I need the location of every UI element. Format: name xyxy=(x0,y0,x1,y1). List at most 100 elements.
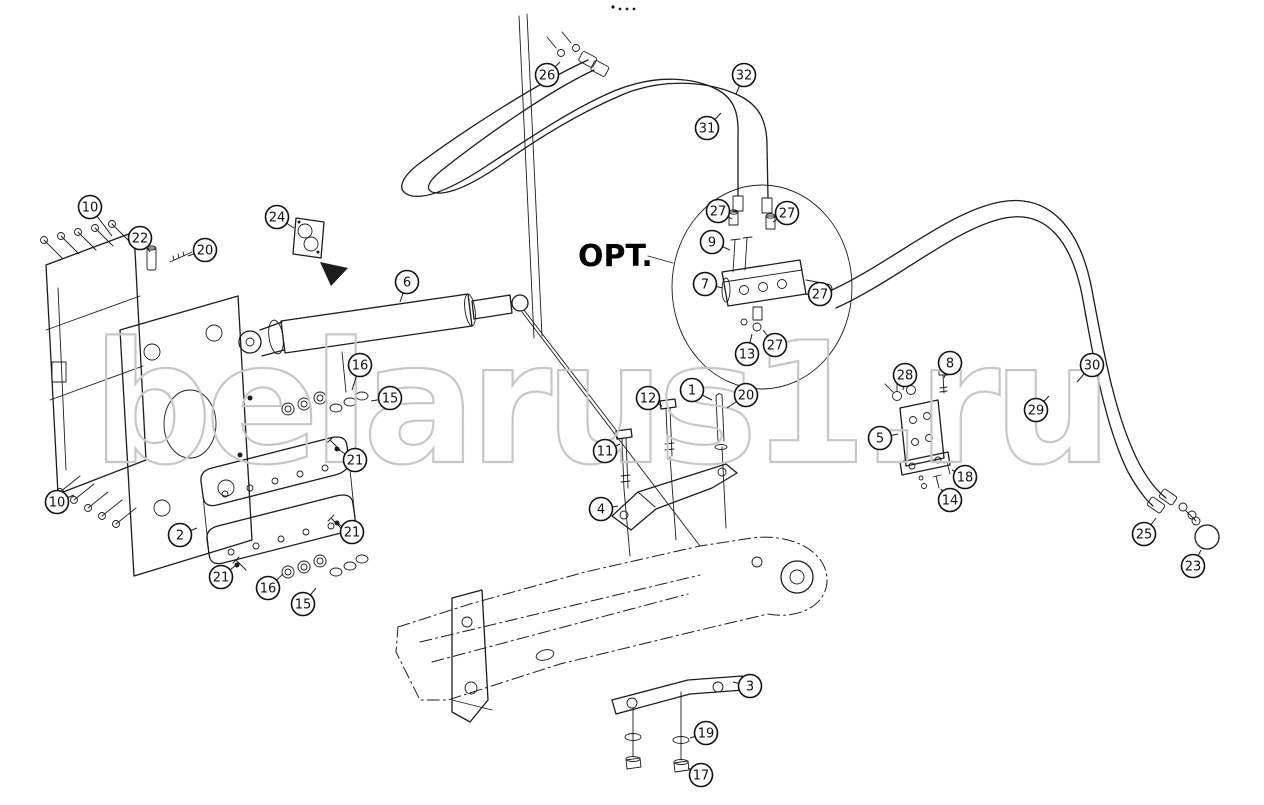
plate-24 xyxy=(292,217,325,259)
mount-bar-3 xyxy=(611,675,745,773)
mast-lines xyxy=(518,13,543,339)
svg-text:5: 5 xyxy=(876,432,884,447)
callout-16: 16 xyxy=(255,573,284,601)
svg-text:31: 31 xyxy=(699,122,716,137)
callout-21: 21 xyxy=(338,447,368,473)
hose-32 xyxy=(401,59,739,198)
opt-leader xyxy=(647,255,674,264)
svg-text:25: 25 xyxy=(1136,528,1153,543)
hose-end-fittings xyxy=(732,195,773,214)
svg-text:15: 15 xyxy=(382,392,399,407)
callout-21: 21 xyxy=(337,519,365,545)
svg-text:27: 27 xyxy=(812,288,829,303)
svg-text:16: 16 xyxy=(260,582,277,597)
callout-21: 21 xyxy=(208,564,236,590)
callout-27: 27 xyxy=(772,200,800,226)
callout-3: 3 xyxy=(732,673,763,699)
callout-27: 27 xyxy=(806,281,833,307)
callout-15: 15 xyxy=(290,587,317,617)
callout-28: 28 xyxy=(892,362,918,391)
callout-32: 32 xyxy=(731,62,757,95)
fastener-cluster-bottom xyxy=(232,514,369,579)
svg-text:21: 21 xyxy=(347,454,364,469)
svg-text:30: 30 xyxy=(1084,359,1101,374)
svg-text:13: 13 xyxy=(739,348,756,363)
svg-text:6: 6 xyxy=(403,276,411,291)
callout-25: 25 xyxy=(1131,517,1157,547)
hose-31 xyxy=(427,69,769,199)
svg-text:9: 9 xyxy=(708,236,716,251)
svg-text:14: 14 xyxy=(942,494,959,509)
svg-text:29: 29 xyxy=(1028,404,1045,419)
svg-text:10: 10 xyxy=(82,201,99,216)
svg-text:22: 22 xyxy=(132,232,149,247)
callout-8: 8 xyxy=(937,350,963,379)
svg-text:12: 12 xyxy=(640,392,657,407)
callout-16: 16 xyxy=(347,352,373,391)
svg-text:18: 18 xyxy=(957,471,974,486)
screws-18-14 xyxy=(918,460,953,489)
svg-text:27: 27 xyxy=(710,205,727,220)
svg-text:20: 20 xyxy=(738,389,755,404)
opt-label: OPT. xyxy=(578,239,653,274)
watermark-text: belarus1.ru xyxy=(92,306,1106,502)
bracket-5 xyxy=(899,399,951,476)
callout-13: 13 xyxy=(734,333,760,367)
svg-text:32: 32 xyxy=(736,69,753,84)
callout-2: 2 xyxy=(167,522,198,548)
stud-group-top xyxy=(40,220,131,259)
callout-5: 5 xyxy=(867,425,899,451)
beam-3 xyxy=(395,536,828,723)
callout-22: 22 xyxy=(127,225,153,253)
callout-11: 11 xyxy=(592,438,621,464)
right-couplings xyxy=(1146,488,1220,550)
svg-text:19: 19 xyxy=(698,727,715,742)
svg-text:7: 7 xyxy=(701,278,709,293)
svg-text:15: 15 xyxy=(295,598,312,613)
hose-29 xyxy=(835,216,1154,507)
callout-7: 7 xyxy=(692,271,724,297)
callout-27: 27 xyxy=(705,198,733,224)
opt-balloon xyxy=(671,184,853,390)
nuts-17 xyxy=(625,756,690,773)
banjo-fittings-26 xyxy=(546,31,610,77)
callout-6: 6 xyxy=(394,269,420,303)
callout-23: 23 xyxy=(1180,549,1206,579)
washers-19 xyxy=(624,733,690,744)
svg-text:24: 24 xyxy=(269,211,286,226)
pin-1 xyxy=(714,393,728,450)
callout-9: 9 xyxy=(699,229,731,255)
svg-text:26: 26 xyxy=(539,69,556,84)
hose-30 xyxy=(831,200,1167,499)
svg-text:11: 11 xyxy=(597,445,614,460)
callout-27: 27 xyxy=(762,329,788,358)
callout-18: 18 xyxy=(951,464,978,490)
bolt-12 xyxy=(659,398,677,458)
hydraulic-cylinder-6 xyxy=(238,293,701,547)
svg-text:16: 16 xyxy=(352,359,369,374)
svg-text:17: 17 xyxy=(693,769,710,784)
callout-29: 29 xyxy=(1023,395,1050,423)
svg-text:27: 27 xyxy=(779,207,796,222)
callout-17: 17 xyxy=(687,762,714,788)
left-frame xyxy=(45,231,340,577)
svg-text:23: 23 xyxy=(1185,560,1202,575)
callout-20: 20 xyxy=(726,382,759,409)
callout-10: 10 xyxy=(44,489,75,515)
direction-arrow xyxy=(320,262,348,286)
top-marks xyxy=(611,5,636,11)
callout-20: 20 xyxy=(187,237,218,263)
callout-14: 14 xyxy=(937,487,963,513)
callout-1: 1 xyxy=(679,377,713,403)
bracket-4 xyxy=(611,463,738,531)
svg-text:28: 28 xyxy=(897,369,914,384)
stud-20 xyxy=(169,251,193,263)
svg-text:1: 1 xyxy=(688,384,696,399)
callout-26: 26 xyxy=(534,61,561,88)
callout-4: 4 xyxy=(588,496,619,522)
assembly-guide-lines xyxy=(623,446,727,557)
callout-24: 24 xyxy=(264,204,295,230)
svg-text:21: 21 xyxy=(213,571,230,586)
